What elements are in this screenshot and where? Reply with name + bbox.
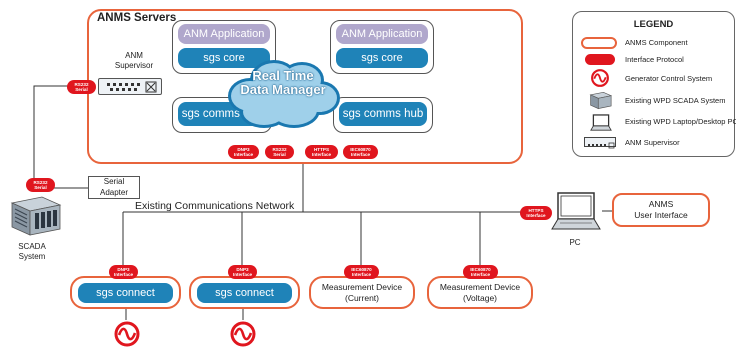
- device-interface-2: DNP3 Interface: [228, 265, 257, 279]
- anm-supervisor-label: ANM Supervisor: [114, 51, 154, 70]
- scada-system-label: SCADA System: [18, 242, 46, 261]
- serial-adapter-label: Serial Adapter: [99, 177, 129, 197]
- sgs-connect-2: sgs connect: [197, 283, 292, 303]
- scada-interface-pill: RS232 Serial: [26, 178, 55, 192]
- anms-servers-title: ANMS Servers: [97, 12, 177, 24]
- device-interface-4: IEC60870 Interface: [463, 265, 498, 279]
- generator-icon-1: [114, 321, 140, 347]
- serial-adapter-box: [88, 176, 140, 199]
- measurement-current-label: Measurement Device (Current): [321, 282, 403, 303]
- anm-application-left: ANM Application: [178, 24, 270, 44]
- legend-component-swatch: [581, 37, 617, 49]
- pc-laptop-icon: [551, 192, 601, 230]
- device-interface-3: IEC60870 Interface: [344, 265, 379, 279]
- scada-system-icon: [10, 196, 62, 236]
- server-interface-dnp3: DNP3 Interface: [228, 145, 259, 159]
- server-interface-iec60870: IEC60870 Interface: [343, 145, 378, 159]
- real-time-data-manager-label: Real Time Data Manager: [240, 68, 326, 97]
- network-label: Existing Communications Network: [135, 200, 295, 212]
- legend-item-generator: Generator Control System: [625, 74, 713, 83]
- pc-interface-pill: HTTPS Interface: [520, 206, 552, 220]
- device-interface-1: DNP3 Interface: [109, 265, 138, 279]
- server-interface-https: HTTPS Interface: [305, 145, 338, 159]
- supervisor-interface-pill: RS232 Serial: [67, 80, 96, 94]
- anm-supervisor-device: [98, 78, 162, 95]
- sgs-core-right: sgs core: [336, 48, 428, 68]
- legend-item-component: ANMS Component: [625, 38, 688, 47]
- server-interface-rs232: RS232 Serial: [265, 145, 294, 159]
- legend-supervisor-icon: [584, 137, 616, 149]
- sgs-comms-hub-right: sgs comms hub: [339, 102, 427, 126]
- generator-icon-2: [230, 321, 256, 347]
- legend-item-supervisor: ANM Supervisor: [625, 138, 680, 147]
- cloud-icon: [228, 60, 340, 128]
- legend-item-laptop: Existing WPD Laptop/Desktop PC: [625, 117, 736, 126]
- anms-user-interface-label: ANMS User Interface: [634, 199, 688, 220]
- sgs-core-left: sgs core: [178, 48, 270, 68]
- legend-box: [572, 11, 735, 157]
- supervisor-ports-icon: [107, 81, 157, 93]
- legend-laptop-icon: [590, 114, 612, 131]
- legend-item-scada: Existing WPD SCADA System: [625, 96, 726, 105]
- sgs-connect-1: sgs connect: [78, 283, 173, 303]
- anms-user-interface-box: [612, 193, 710, 227]
- legend-scada-icon: [589, 91, 612, 110]
- anm-application-right: ANM Application: [336, 24, 428, 44]
- legend-protocol-swatch: [585, 54, 615, 65]
- measurement-voltage-label: Measurement Device (Voltage): [439, 282, 521, 303]
- legend-generator-icon: [591, 69, 609, 87]
- legend-title: LEGEND: [633, 19, 674, 30]
- pc-label: PC: [569, 238, 581, 247]
- legend-supervisor-ports-icon: [588, 142, 615, 149]
- legend-item-protocol: Interface Protocol: [625, 55, 684, 64]
